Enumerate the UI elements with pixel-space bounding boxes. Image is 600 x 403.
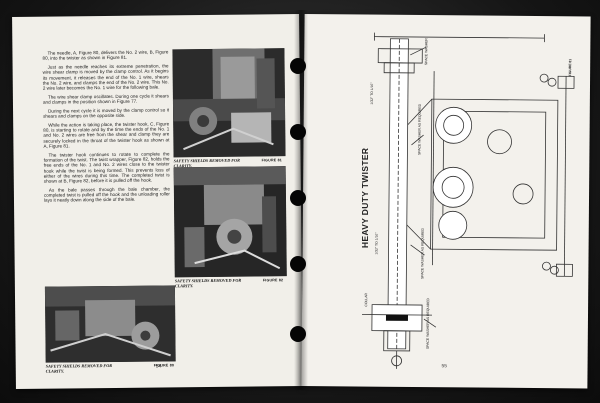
page-number: 54 — [155, 364, 162, 370]
binding-hole — [290, 256, 306, 272]
paragraph: As the bale passes through the bale cham… — [43, 186, 170, 204]
twister-diagram — [361, 32, 575, 369]
figure-label: FIGURE 81 — [568, 58, 573, 77]
paragraph: While the action is taking place, the tw… — [43, 121, 170, 149]
binding-holes — [290, 0, 310, 403]
paragraph: The twister hook continues to rotate to … — [43, 151, 170, 184]
diagram-label: COLLAR — [364, 292, 369, 307]
binding-hole — [290, 124, 306, 140]
page-number: 55 — [441, 364, 447, 370]
figure-82-photo — [173, 166, 287, 278]
binding-hole — [290, 190, 306, 206]
diagram-label: 1/32" TO 1/16" — [369, 82, 375, 105]
paragraph: The needle, A, Figure 80, delivers the N… — [42, 49, 169, 61]
photo-caption: SAFETY SHIELDS REMOVED FOR CLARITY. — [174, 277, 242, 289]
diagram-label: SPACE WASHER AS REQUIRED — [420, 227, 425, 280]
diagram-label: SPACE WASHER AS REQUIRED — [425, 298, 431, 350]
diagram-label: SPACE WASHER — [424, 38, 429, 66]
photo-caption: SAFETY SHIELDS REMOVED FOR CLARITY. — [45, 362, 113, 374]
left-page: The needle, A, Figure 80, delivers the N… — [12, 14, 303, 389]
diagram-label: SPACE WASHER AS REQUIRED — [417, 103, 422, 156]
diagram-title: HEAVY DUTY TWISTER — [360, 147, 370, 248]
paragraph: During the next cycle it is moved by the… — [43, 107, 170, 119]
left-page-text-column: The needle, A, Figure 80, delivers the N… — [42, 49, 170, 206]
figure-label: FIGURE 82 — [262, 278, 284, 283]
paragraph: Just as the needle reaches its extreme p… — [42, 63, 169, 91]
diagram-label: 1/32" TO 1/16" — [374, 232, 379, 255]
figure-label: FIGURE 81 — [261, 158, 282, 163]
binding-hole — [290, 326, 306, 342]
right-page: SPACE WASHER SPACE WASHER AS REQUIRED SP… — [301, 14, 591, 389]
figure-80-photo — [44, 285, 176, 363]
figure-81-photo — [172, 48, 286, 158]
paragraph: The wire shear clamp oscillates. During … — [42, 93, 169, 105]
binding-hole — [290, 58, 306, 74]
